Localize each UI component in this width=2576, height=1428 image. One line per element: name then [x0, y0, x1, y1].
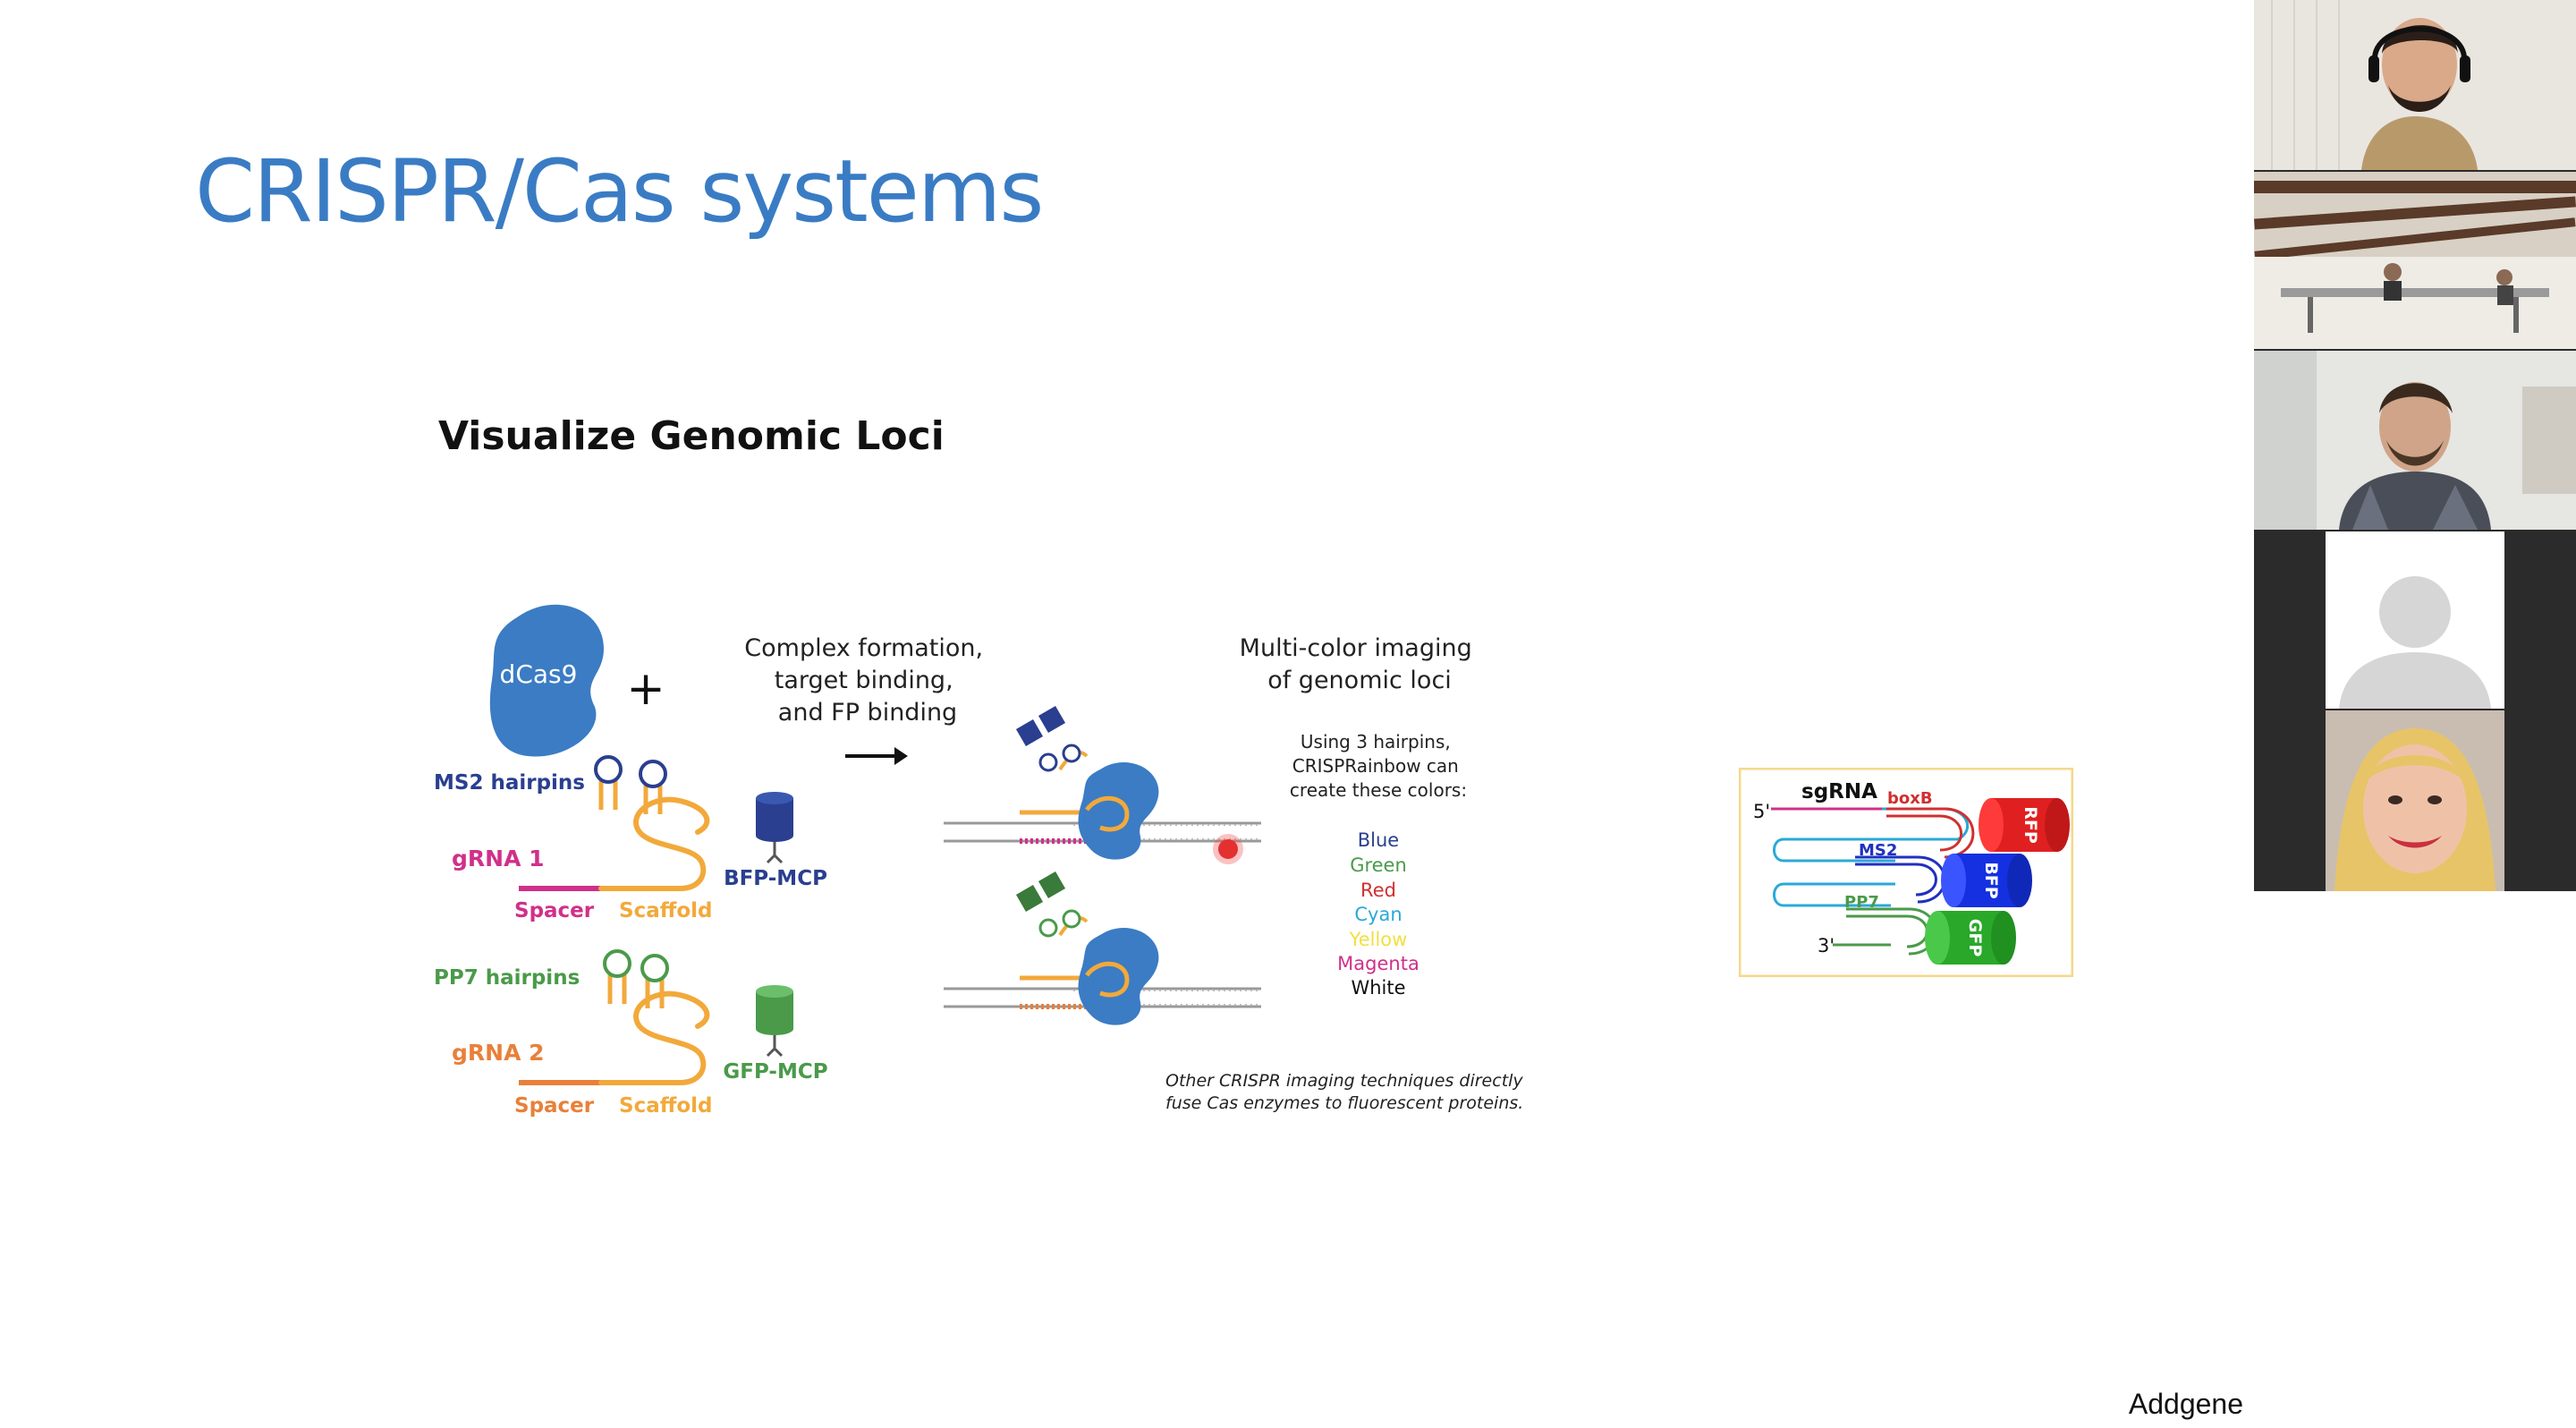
color-green: Green: [1350, 854, 1407, 876]
color-list: Blue Green Red Cyan Yellow Magenta White: [1337, 829, 1419, 999]
using-line-2: CRISPRainbow can: [1292, 755, 1459, 777]
pp7-loop-b: [640, 954, 669, 982]
pp7-loop-a: [603, 949, 631, 978]
gfp-mcp-label: GFP-MCP: [723, 1060, 827, 1084]
color-magenta: Magenta: [1337, 953, 1419, 974]
color-blue: Blue: [1358, 829, 1399, 851]
ms2-loop-a: [594, 755, 623, 784]
grna2-label: gRNA 2: [452, 1040, 545, 1066]
ms2-hairpins-label: MS2 hairpins: [434, 771, 585, 795]
participant-tile-5[interactable]: [2254, 710, 2576, 891]
using-line-1: Using 3 hairpins,: [1301, 731, 1451, 752]
multicolor-heading: Multi-color imaging of genomic loci: [1240, 634, 1480, 694]
step-line-2: target binding,: [775, 667, 953, 694]
step-description: Complex formation, target binding, and F…: [744, 634, 990, 727]
sgrna-schematic: sgRNA 5' 3' boxB MS2 PP7 RFP BFP: [1739, 768, 2073, 977]
grna2-scaffold-label: Scaffold: [619, 1094, 713, 1118]
ms2-hairpin-b: [643, 783, 663, 814]
ms2-loop-b: [639, 760, 667, 788]
ms2-label: MS2: [1859, 841, 1897, 860]
participant-2-video: [2254, 172, 2576, 349]
three-prime-label: 3': [1818, 935, 1835, 956]
participant-video-column: [2254, 0, 2576, 891]
slide-title: CRISPR/Cas systems: [195, 141, 1044, 242]
slide-subtitle: Visualize Genomic Loci: [438, 413, 945, 459]
pp7-label: PP7: [1844, 893, 1879, 912]
boxb-label: boxB: [1887, 789, 1933, 808]
participant-1-video: [2254, 0, 2576, 170]
participant-tile-4[interactable]: [2254, 531, 2576, 709]
grna2-spacer-label: Spacer: [514, 1094, 595, 1118]
color-red: Red: [1360, 880, 1396, 901]
using-hairpins-text: Using 3 hairpins, CRISPRainbow can creat…: [1290, 731, 1467, 801]
gfp-mcp-icon: [756, 985, 793, 1058]
step-line-1: Complex formation,: [744, 634, 983, 662]
laser-pointer: [1218, 839, 1238, 859]
pp7-hairpins-label: PP7 hairpins: [434, 966, 580, 990]
slide-footer: Addgene: [2128, 1388, 2243, 1420]
slide: CRISPR/Cas systems Visualize Genomic Loc…: [195, 141, 2243, 1420]
dcas9-label: dCas9: [500, 659, 578, 689]
crisprainbow-diagram: dCas9 + MS2 hairpins gRNA 1 Spacer Scaff…: [434, 604, 1529, 1118]
participant-tile-1[interactable]: [2254, 0, 2576, 170]
multicolor-line-2: of genomic loci: [1267, 667, 1452, 694]
bfp-cylinder: [1941, 854, 2032, 907]
participant-4-avatar: [2254, 531, 2576, 709]
grna1-scaffold-label: Scaffold: [619, 899, 713, 922]
bfp-mcp-label: BFP-MCP: [724, 867, 827, 890]
five-prime-label: 5': [1753, 801, 1770, 822]
rfp-cylinder: [1979, 798, 2070, 852]
multicolor-line-1: Multi-color imaging: [1240, 634, 1472, 662]
color-white: White: [1351, 977, 1405, 999]
grna1-spacer-label: Spacer: [514, 899, 595, 922]
pp7-hairpin-a: [607, 973, 627, 1004]
grna2-scaffold: [598, 990, 710, 1085]
complex-gfp: [944, 871, 1261, 1025]
using-line-3: create these colors:: [1290, 779, 1467, 801]
ms2-hairpin-a: [598, 778, 618, 810]
bfp-label: BFP: [1981, 862, 2001, 898]
grna1-label: gRNA 1: [452, 846, 545, 871]
rfp-label: RFP: [2021, 806, 2040, 844]
color-cyan: Cyan: [1354, 904, 1402, 925]
footnote: Other CRISPR imaging techniques directly…: [1165, 1071, 1529, 1113]
step-line-3: and FP binding: [778, 699, 957, 727]
participant-tile-2[interactable]: [2254, 172, 2576, 349]
participant-3-video: [2254, 351, 2576, 530]
sgrna-title: sgRNA: [1801, 780, 1877, 803]
grna1-scaffold: [598, 796, 710, 891]
bfp-mcp-icon: [756, 792, 793, 864]
participant-tile-3[interactable]: [2254, 351, 2576, 530]
complex-bfp: [944, 705, 1261, 860]
footnote-line-1: Other CRISPR imaging techniques directly: [1165, 1071, 1523, 1091]
footnote-line-2: fuse Cas enzymes to fluorescent proteins…: [1165, 1093, 1523, 1113]
gfp-label: GFP: [1965, 919, 1985, 957]
arrow-icon: [845, 747, 908, 765]
dcas9-protein: [489, 604, 604, 757]
plus-sign: +: [626, 662, 665, 716]
sgrna-stem-2: [1773, 882, 1895, 907]
color-yellow: Yellow: [1349, 929, 1408, 950]
participant-5-video: [2254, 710, 2576, 891]
pp7-hairpin-b: [645, 977, 665, 1008]
gfp-cylinder: [1925, 911, 2016, 965]
